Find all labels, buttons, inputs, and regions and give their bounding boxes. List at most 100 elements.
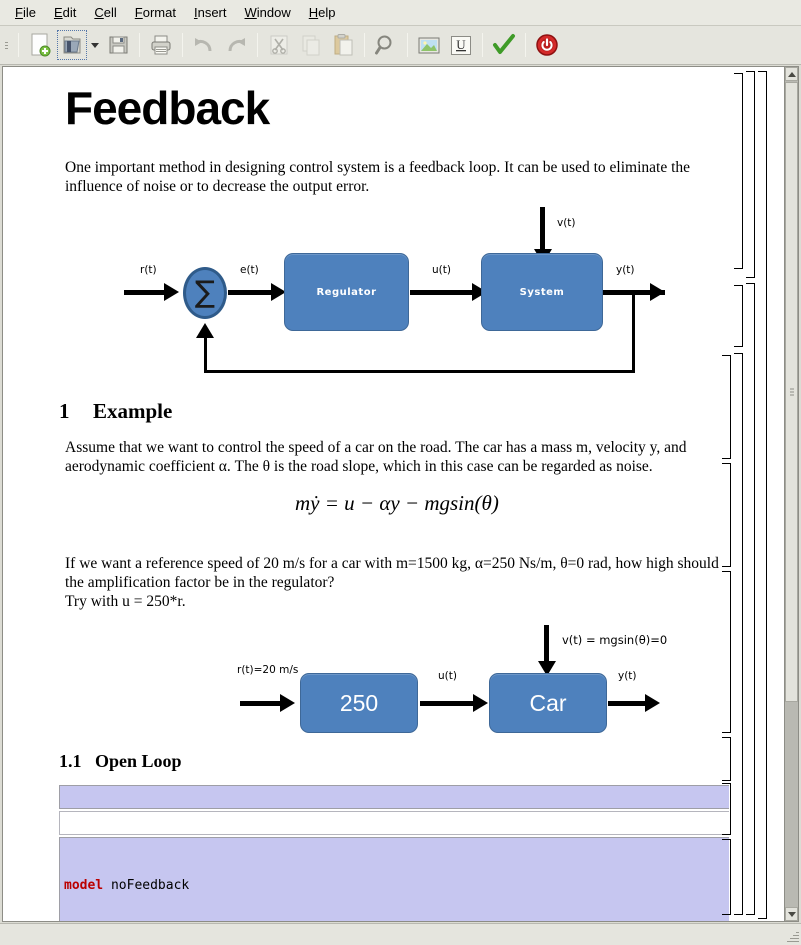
copy-button[interactable] xyxy=(296,30,326,60)
undo-icon xyxy=(195,38,212,52)
diagram2-input-arrowhead xyxy=(280,694,295,712)
diagram1-feedback-arrowhead xyxy=(196,323,214,338)
open-folder-button[interactable] xyxy=(57,30,87,60)
insert-image-button[interactable] xyxy=(414,30,444,60)
diagram2-u-line xyxy=(420,701,479,706)
underline-icon: U xyxy=(451,36,471,55)
toolbar-grip[interactable] xyxy=(2,32,11,58)
toolbar-separator xyxy=(182,33,183,57)
cell-bracket-subsection-heading[interactable] xyxy=(722,737,731,781)
section-1-paragraph-2-line-1: If we want a reference speed of 20 m/s f… xyxy=(65,555,719,572)
diagram2-label-v: v(t) = mgsin(θ)=0 xyxy=(562,633,668,647)
shutdown-button[interactable] xyxy=(532,30,562,60)
toolbar-separator xyxy=(482,33,483,57)
search-button[interactable] xyxy=(371,30,401,60)
menu-insert[interactable]: Insert xyxy=(193,5,227,20)
code-cell-input-1[interactable]: loadModel(Modelica) xyxy=(59,785,749,809)
chevron-down-icon xyxy=(91,42,99,48)
insert-image-icon xyxy=(418,37,440,54)
subsection-1-1-title: Open Loop xyxy=(95,751,182,771)
redo-icon xyxy=(228,38,245,52)
diagram2-y-arrowhead xyxy=(645,694,660,712)
code-line: model noFeedback xyxy=(64,878,190,893)
menu-edit[interactable]: Edit xyxy=(53,5,77,20)
print-button[interactable] xyxy=(146,30,176,60)
diagram2-label-r: r(t)=20 m/s xyxy=(237,664,299,676)
evaluate-button[interactable] xyxy=(489,30,519,60)
gain-250-block-label: 250 xyxy=(339,689,379,716)
paste-icon xyxy=(334,34,353,56)
diagram1-feedback-horizontal xyxy=(204,370,635,373)
scrollbar-thumb[interactable] xyxy=(785,82,798,702)
power-icon xyxy=(536,34,558,56)
gain-250-block: 250 xyxy=(300,673,418,733)
section-1-title: Example xyxy=(93,399,173,423)
diagram1-label-e: e(t) xyxy=(240,264,259,276)
cell-bracket-paragraph-2[interactable] xyxy=(722,463,731,567)
print-icon xyxy=(151,35,171,55)
paste-button[interactable] xyxy=(328,30,358,60)
section-1-paragraph-2-line-3: Try with u = 250*r. xyxy=(65,593,186,610)
new-file-icon xyxy=(31,33,51,57)
redo-button[interactable] xyxy=(221,30,251,60)
regulator-block: Regulator xyxy=(284,253,409,331)
notebook-page: Feedback One important method in designi… xyxy=(3,67,769,921)
subsection-1-1-number: 1.1 xyxy=(59,751,82,771)
toolbar-separator xyxy=(257,33,258,57)
car-block-label: Car xyxy=(529,689,567,716)
open-dropdown-button[interactable] xyxy=(88,30,102,60)
regulator-block-label: Regulator xyxy=(316,286,377,298)
code-cell-input-2[interactable]: model noFeedback import SI = Modelica.SI… xyxy=(59,837,749,921)
window-resize-grip[interactable] xyxy=(785,929,799,943)
code-cell-output-1[interactable]: true xyxy=(59,811,749,835)
equation-text: mẏ = u − αy − mgsin(θ) xyxy=(295,491,499,515)
cut-button[interactable] xyxy=(264,30,294,60)
menu-cell[interactable]: Cell xyxy=(94,5,117,20)
menu-window[interactable]: Window xyxy=(244,5,291,20)
cell-bracket-notebook[interactable] xyxy=(758,71,767,919)
underline-button[interactable]: U xyxy=(446,30,476,60)
scroll-up-button[interactable] xyxy=(785,67,798,81)
feedback-block-diagram: v(t) r(t) ∑ e(t) Regulator xyxy=(117,205,737,385)
equation-car-dynamics: mẏ = u − αy − mgsin(θ) xyxy=(295,491,499,516)
system-block: System xyxy=(481,253,603,331)
diagram2-y-line xyxy=(608,701,650,706)
menu-bar: FFileile Edit Cell Format Insert Window … xyxy=(0,0,801,26)
code-cell-output-1-text: true xyxy=(142,834,173,835)
section-1-heading: 1 Example xyxy=(59,399,172,424)
diagram2-u-arrowhead xyxy=(473,694,488,712)
svg-text:U: U xyxy=(456,37,466,52)
diagram1-feedback-up xyxy=(204,335,207,371)
undo-button[interactable] xyxy=(189,30,219,60)
scroll-down-button[interactable] xyxy=(785,907,798,921)
triangle-up-icon xyxy=(787,71,796,77)
summation-node: ∑ xyxy=(183,267,227,319)
menu-file[interactable]: FFileile xyxy=(15,5,36,20)
menu-help[interactable]: Help xyxy=(308,5,336,20)
page-title: Feedback xyxy=(65,82,270,134)
cell-bracket-title-group[interactable] xyxy=(746,71,755,278)
intro-paragraph: One important method in designing contro… xyxy=(65,159,691,195)
section-1-paragraph-2: If we want a reference speed of 20 m/s f… xyxy=(65,554,745,611)
toolbar-separator xyxy=(18,33,19,57)
code-cell-input-1-text: loadModel(Modelica) xyxy=(142,808,291,809)
cut-icon xyxy=(270,35,288,55)
section-1-paragraph: Assume that we want to control the speed… xyxy=(65,439,687,475)
vertical-scrollbar[interactable] xyxy=(784,66,799,922)
search-icon xyxy=(375,35,392,55)
diagram1-label-y: y(t) xyxy=(616,264,635,276)
diagram2-input-line xyxy=(240,701,284,706)
copy-icon xyxy=(302,35,320,56)
menu-format[interactable]: Format xyxy=(134,5,176,20)
diagram1-e-arrowhead xyxy=(271,283,286,301)
toolbar-separator xyxy=(139,33,140,57)
scrollbar-grip-icon xyxy=(790,388,794,396)
status-bar xyxy=(0,923,801,945)
subsection-1-1-heading: 1.1 Open Loop xyxy=(59,751,182,772)
section-1-number: 1 xyxy=(59,399,70,423)
save-button[interactable] xyxy=(103,30,133,60)
notebook-document-area[interactable]: Feedback One important method in designi… xyxy=(2,66,786,922)
diagram1-u-line xyxy=(410,290,478,295)
new-file-button[interactable] xyxy=(25,30,55,60)
